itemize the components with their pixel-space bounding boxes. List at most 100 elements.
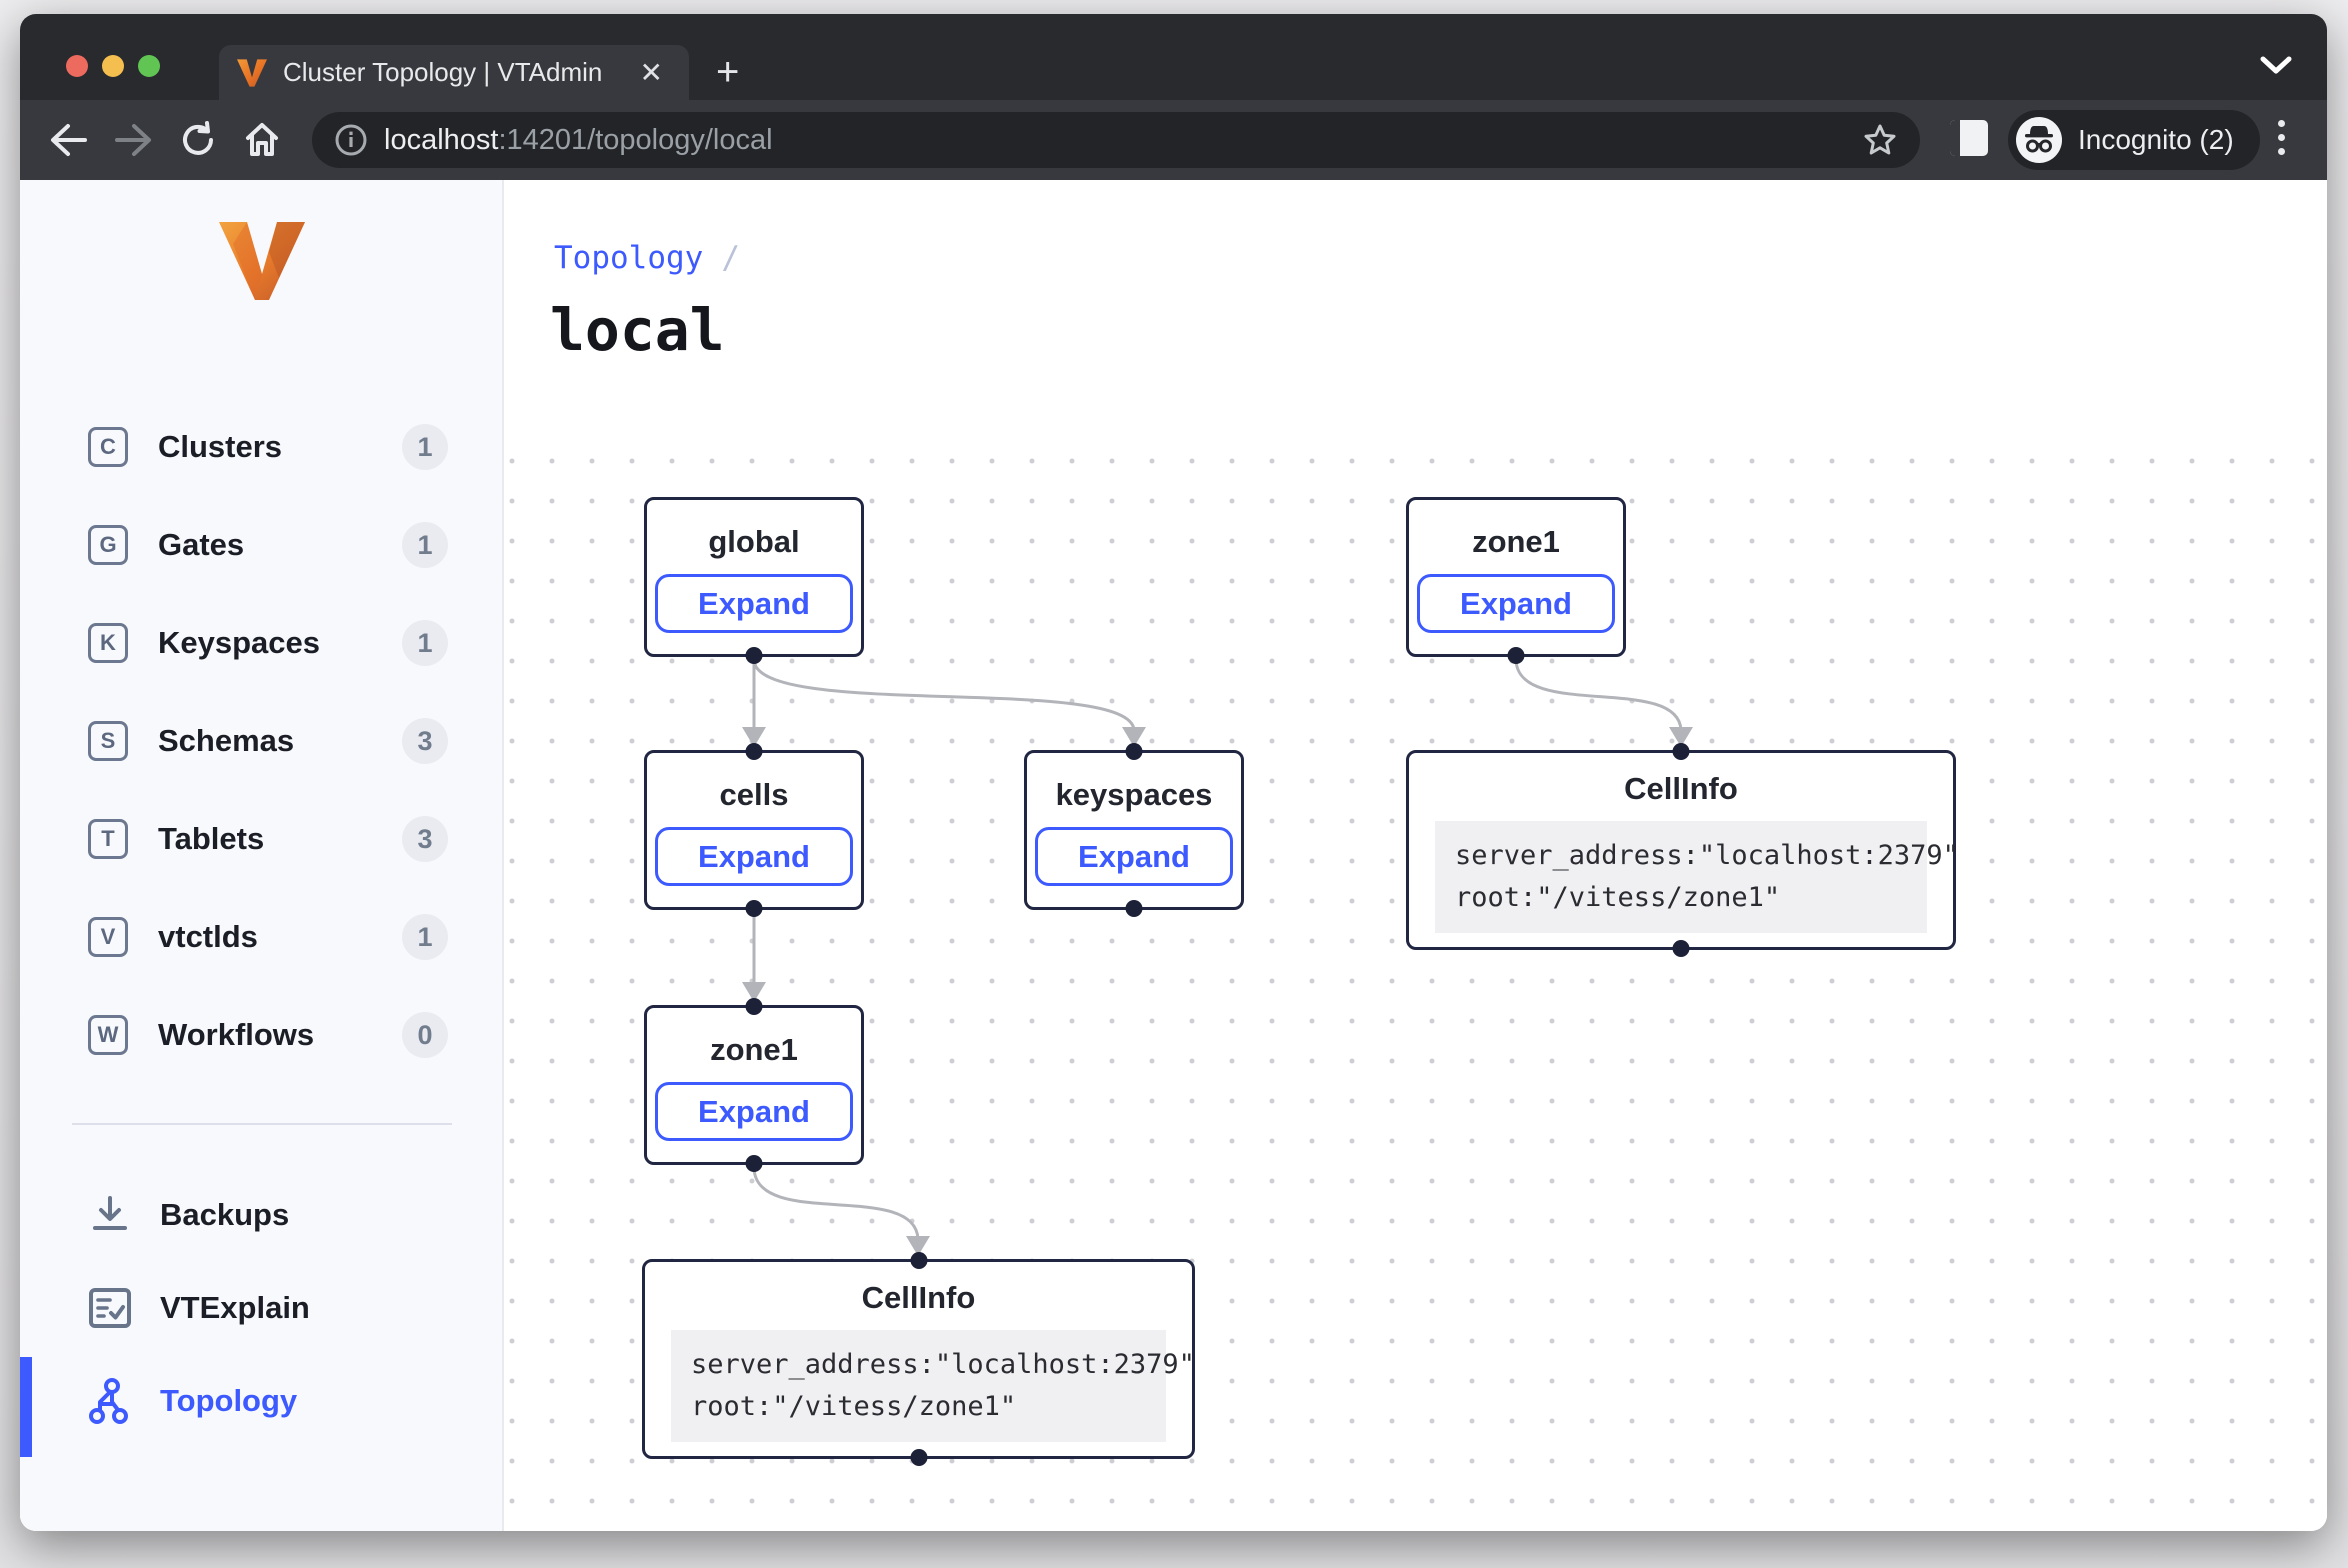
connection-handle (910, 1449, 927, 1466)
url-bar[interactable]: localhost:14201/topology/local (312, 112, 1920, 168)
expand-button[interactable]: Expand (655, 827, 853, 886)
kebab-menu-icon[interactable] (2272, 114, 2291, 161)
active-item-indicator (20, 1357, 32, 1457)
expand-button[interactable]: Expand (655, 574, 853, 633)
graph-node-cells[interactable]: cells Expand (644, 750, 864, 910)
close-tab-icon[interactable]: ✕ (632, 55, 671, 91)
node-title: zone1 (710, 1032, 798, 1068)
schemas-icon: S (88, 721, 128, 761)
sidebar-item-label: Schemas (158, 723, 294, 759)
sidebar-item-label: Backups (160, 1197, 289, 1233)
graph-node-cellinfo-right[interactable]: CellInfo server_address:"localhost:2379"… (1406, 750, 1956, 950)
back-icon[interactable] (46, 118, 90, 162)
vtadmin-app: C Clusters 1 G Gates 1 K Keyspaces 1 S S… (20, 180, 2327, 1531)
sidebar-item-gates[interactable]: G Gates 1 (20, 515, 502, 575)
tab-strip: Cluster Topology | VTAdmin ✕ + (20, 14, 2327, 100)
code-line: server_address:"localhost:2379" (691, 1349, 1195, 1380)
breadcrumb: Topology / (554, 240, 740, 276)
connection-handle (746, 647, 763, 664)
topology-icon (88, 1378, 132, 1424)
connection-handle (1508, 647, 1525, 664)
connection-handle (1126, 900, 1143, 917)
graph-node-keyspaces[interactable]: keyspaces Expand (1024, 750, 1244, 910)
node-title: CellInfo (862, 1280, 976, 1316)
sidebar-item-vtctlds[interactable]: V vtctlds 1 (20, 907, 502, 967)
connection-handle (746, 998, 763, 1015)
sidebar-item-label: VTExplain (160, 1290, 310, 1326)
connection-handle (1673, 940, 1690, 957)
sidebar-item-label: Clusters (158, 429, 282, 465)
keyspaces-icon: K (88, 623, 128, 663)
sidebar-item-vtexplain[interactable]: VTExplain (20, 1278, 502, 1338)
sidebar-item-workflows[interactable]: W Workflows 0 (20, 1005, 502, 1065)
new-tab-button[interactable]: + (706, 52, 749, 92)
chevron-down-icon[interactable] (2259, 54, 2293, 76)
cellinfo-code: server_address:"localhost:2379" root:"/v… (671, 1330, 1166, 1442)
side-panel-icon[interactable] (1948, 118, 1990, 158)
connection-handle (910, 1252, 927, 1269)
count-badge: 3 (402, 816, 448, 862)
browser-window: Cluster Topology | VTAdmin ✕ + localhost… (20, 14, 2327, 1531)
count-badge: 1 (402, 424, 448, 470)
document-check-icon (88, 1287, 132, 1329)
node-title: CellInfo (1624, 771, 1738, 807)
code-line: root:"/vitess/zone1" (1455, 882, 1780, 913)
sidebar-nav: C Clusters 1 G Gates 1 K Keyspaces 1 S S… (20, 417, 502, 1103)
sidebar-item-schemas[interactable]: S Schemas 3 (20, 711, 502, 771)
sidebar-item-tablets[interactable]: T Tablets 3 (20, 809, 502, 869)
expand-button[interactable]: Expand (1035, 827, 1233, 886)
node-title: global (708, 524, 799, 560)
count-badge: 1 (402, 620, 448, 666)
vitess-favicon-icon (237, 59, 267, 87)
minimize-window-button[interactable] (102, 55, 124, 77)
expand-button[interactable]: Expand (1417, 574, 1615, 633)
graph-node-cellinfo-bottom[interactable]: CellInfo server_address:"localhost:2379"… (642, 1259, 1195, 1459)
code-line: server_address:"localhost:2379" (1455, 840, 1959, 871)
forward-icon[interactable] (112, 118, 156, 162)
connection-handle (746, 743, 763, 760)
code-line: root:"/vitess/zone1" (691, 1391, 1016, 1422)
sidebar-divider (72, 1123, 452, 1125)
sidebar-item-label: Topology (160, 1383, 297, 1419)
count-badge: 3 (402, 718, 448, 764)
node-title: keyspaces (1056, 777, 1213, 813)
gates-icon: G (88, 525, 128, 565)
node-title: cells (720, 777, 789, 813)
download-icon (88, 1194, 132, 1236)
sidebar-item-clusters[interactable]: C Clusters 1 (20, 417, 502, 477)
sidebar: C Clusters 1 G Gates 1 K Keyspaces 1 S S… (20, 180, 504, 1531)
reload-icon[interactable] (176, 118, 220, 162)
connection-handle (1673, 743, 1690, 760)
workflows-icon: W (88, 1015, 128, 1055)
incognito-badge[interactable]: Incognito (2) (2008, 110, 2260, 170)
zoom-window-button[interactable] (138, 55, 160, 77)
sidebar-item-label: Keyspaces (158, 625, 320, 661)
close-window-button[interactable] (66, 55, 88, 77)
sidebar-item-label: Tablets (158, 821, 264, 857)
connection-handle (746, 900, 763, 917)
sidebar-item-keyspaces[interactable]: K Keyspaces 1 (20, 613, 502, 673)
sidebar-item-topology[interactable]: Topology (20, 1371, 502, 1431)
graph-node-zone1-root[interactable]: zone1 Expand (1406, 497, 1626, 657)
vtctlds-icon: V (88, 917, 128, 957)
breadcrumb-separator: / (721, 240, 740, 276)
count-badge: 1 (402, 914, 448, 960)
clusters-icon: C (88, 427, 128, 467)
connection-handle (746, 1155, 763, 1172)
tab-title: Cluster Topology | VTAdmin (283, 57, 632, 88)
graph-node-zone1-cell[interactable]: zone1 Expand (644, 1005, 864, 1165)
page-title: local (550, 296, 725, 364)
count-badge: 0 (402, 1012, 448, 1058)
sidebar-item-label: Gates (158, 527, 244, 563)
graph-node-global[interactable]: global Expand (644, 497, 864, 657)
expand-button[interactable]: Expand (655, 1082, 853, 1141)
tablets-icon: T (88, 819, 128, 859)
breadcrumb-topology-link[interactable]: Topology (554, 240, 703, 276)
home-icon[interactable] (240, 118, 284, 162)
vitess-logo-icon (219, 222, 305, 300)
browser-tab[interactable]: Cluster Topology | VTAdmin ✕ (219, 45, 689, 100)
url-path: :14201/topology/local (498, 124, 772, 157)
bookmark-star-icon[interactable] (1862, 122, 1898, 158)
sidebar-item-backups[interactable]: Backups (20, 1185, 502, 1245)
site-info-icon[interactable] (334, 123, 368, 157)
